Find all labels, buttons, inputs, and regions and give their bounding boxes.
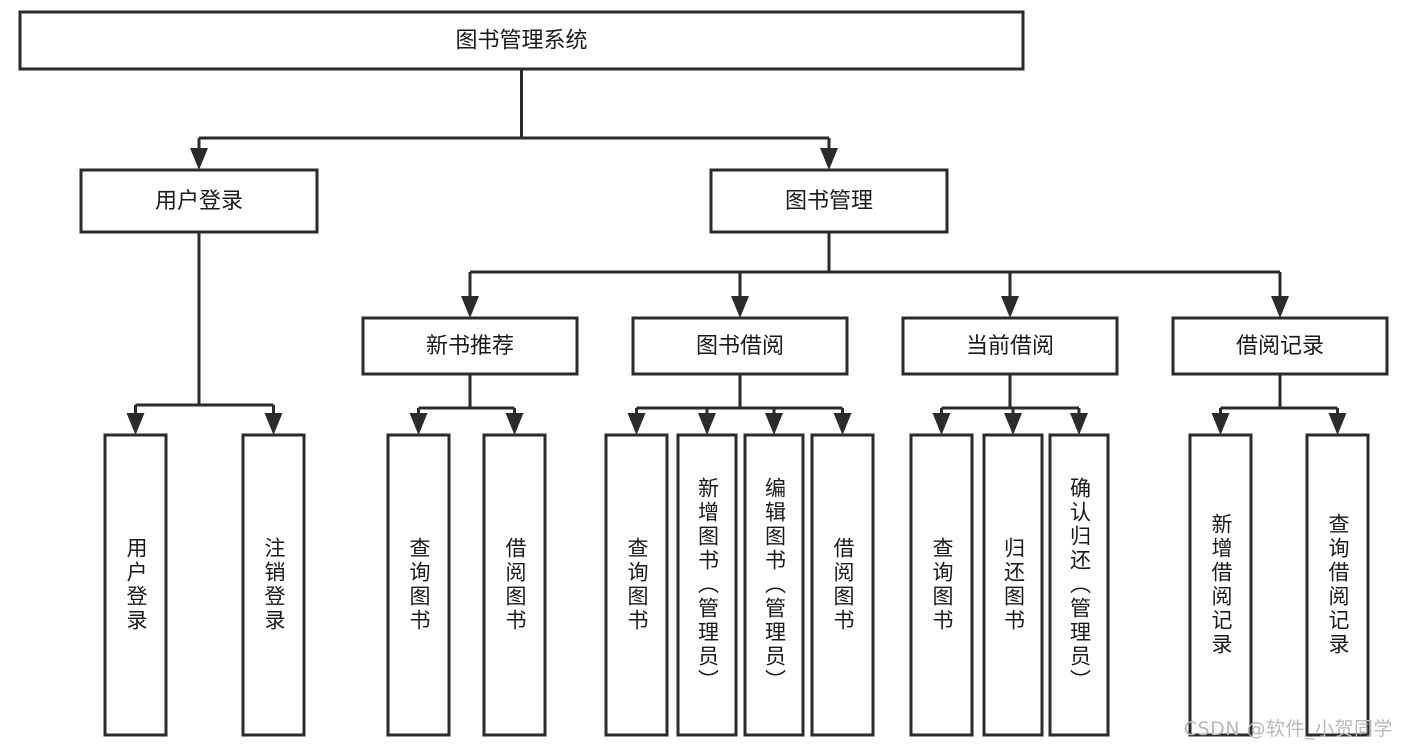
boxes-layer (18, 10, 1389, 737)
node-level3-0[interactable] (361, 316, 579, 376)
arrow-head-icon (1004, 413, 1022, 435)
node-leaf-0[interactable] (103, 433, 168, 737)
node-root-system-label: 图书管理系统 (455, 29, 587, 54)
arrow-head-icon (264, 413, 283, 435)
node-leaf-11[interactable] (1188, 433, 1253, 737)
node-leaf-7[interactable] (810, 433, 875, 737)
arrow-head-icon (820, 148, 838, 170)
node-level3-1-label: 图书借阅 (696, 334, 784, 359)
node-level2-0[interactable] (79, 168, 319, 234)
arrow-head-icon (409, 413, 428, 435)
node-leaf-5[interactable] (676, 433, 738, 737)
node-leaf-4[interactable] (604, 433, 669, 737)
node-leaf-9[interactable] (982, 433, 1044, 737)
arrow-head-icon (932, 413, 951, 435)
node-level3-2[interactable] (901, 316, 1119, 376)
node-leaf-12[interactable] (1305, 433, 1370, 737)
node-level3-0-label: 新书推荐 (426, 334, 514, 359)
node-level3-3-label: 借阅记录 (1236, 334, 1324, 359)
node-level2-1-label: 图书管理 (785, 189, 873, 214)
node-root-system[interactable] (18, 10, 1025, 71)
node-leaf-6[interactable] (743, 433, 805, 737)
arrow-head-icon (1211, 413, 1230, 435)
node-level3-3[interactable] (1171, 316, 1389, 376)
node-leaf-10[interactable] (1048, 433, 1110, 737)
arrow-head-icon (1328, 413, 1347, 435)
arrow-head-icon (627, 413, 646, 435)
arrow-head-icon (1271, 296, 1289, 318)
arrow-head-icon (126, 413, 145, 435)
connectors-layer (126, 69, 1347, 435)
arrow-head-icon (731, 296, 749, 318)
arrow-head-icon (190, 148, 208, 170)
arrow-head-icon (765, 413, 783, 435)
node-leaf-2[interactable] (386, 433, 451, 737)
arrow-head-icon (1070, 413, 1088, 435)
arrow-head-icon (505, 413, 524, 435)
node-level3-2-label: 当前借阅 (966, 334, 1054, 359)
arrow-head-icon (1001, 296, 1019, 318)
arrow-head-icon (461, 296, 479, 318)
watermark-credit: CSDN @软件_小贺同学 (1183, 718, 1393, 740)
arrow-head-icon (833, 413, 852, 435)
node-leaf-8[interactable] (909, 433, 974, 737)
node-level2-1[interactable] (709, 168, 949, 234)
node-leaf-1[interactable] (241, 433, 306, 737)
node-level2-0-label: 用户登录 (155, 189, 243, 214)
node-level3-1[interactable] (631, 316, 849, 376)
node-leaf-3[interactable] (482, 433, 547, 737)
arrow-head-icon (698, 413, 716, 435)
